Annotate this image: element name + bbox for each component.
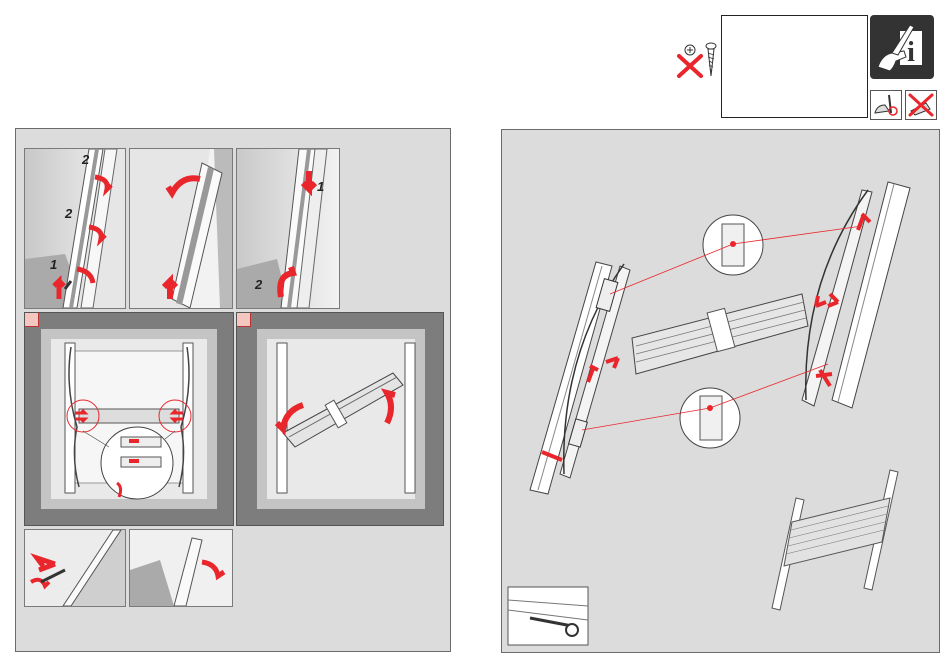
step-7-frame: [129, 529, 233, 607]
drill-forbidden-icon: [905, 90, 937, 120]
screw-icon: [704, 42, 718, 78]
step-1-number-a: 2: [82, 152, 89, 167]
step-1-number-c: 1: [50, 257, 57, 272]
no-screw-icon: [676, 42, 704, 80]
step-3-frame: 1 2: [236, 148, 340, 309]
right-assembly-panel: [501, 129, 940, 653]
step-3-number-a: 1: [317, 179, 324, 194]
notes-box: [721, 15, 868, 118]
svg-text:i: i: [907, 37, 915, 68]
step-6-frame: [24, 529, 126, 607]
step-1-number-b: 2: [65, 206, 72, 221]
manual-info-icon: i: [870, 15, 934, 79]
left-instructions-panel: 2 2 1 1 2: [15, 128, 451, 652]
step-1-frame: 2 2 1: [24, 148, 126, 309]
step-5-frame: [236, 312, 444, 526]
step-3-number-b: 2: [255, 277, 262, 292]
step-4-frame: [24, 312, 234, 526]
step-2-frame: [129, 148, 233, 309]
screwdriver-ok-icon: [870, 90, 902, 120]
